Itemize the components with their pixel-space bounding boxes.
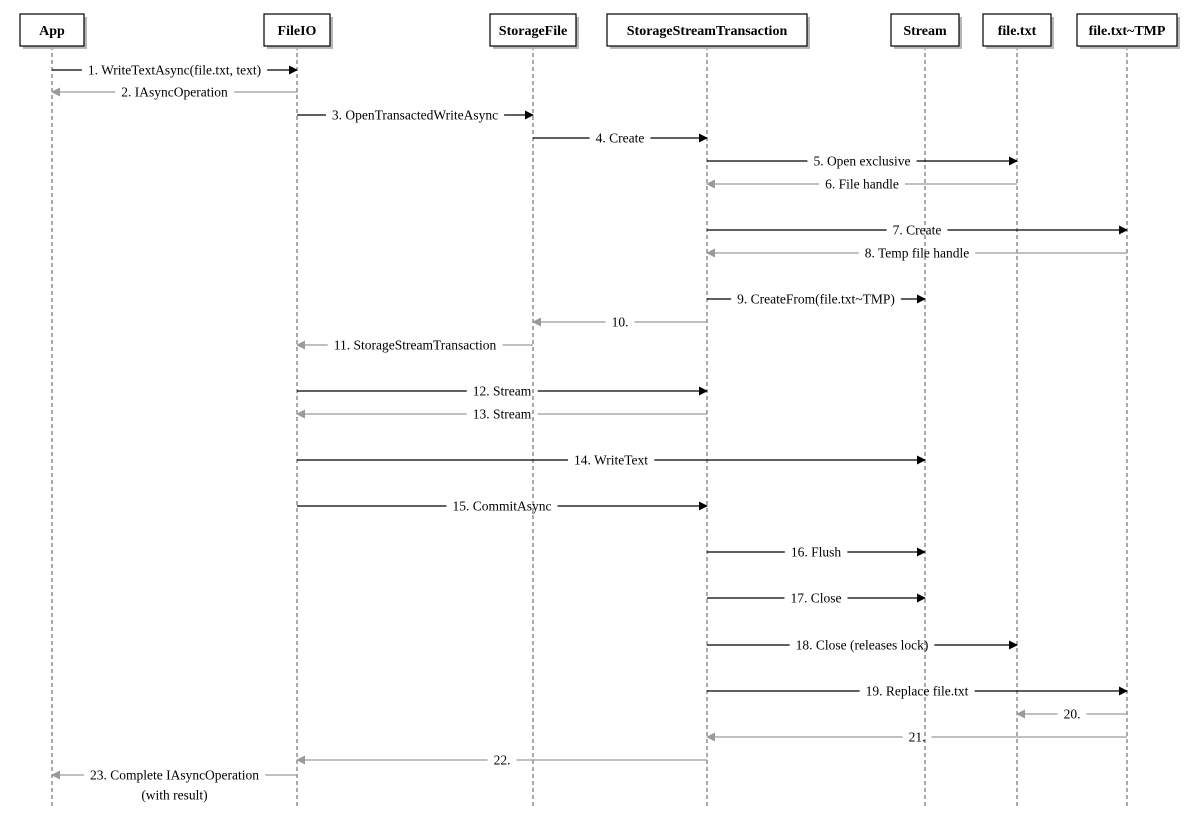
- message-label: 11. StorageStreamTransaction: [334, 338, 497, 353]
- message-1: 1. WriteTextAsync(file.txt, text): [52, 63, 298, 78]
- actor-box: [489, 13, 577, 47]
- message-19: 19. Replace file.txt: [707, 684, 1128, 699]
- actor-filetxt: file.txt: [982, 13, 1054, 49]
- message-3: 3. OpenTransactedWriteAsync: [297, 108, 534, 123]
- message-label: 18. Close (releases lock): [796, 638, 929, 653]
- message-label: 8. Temp file handle: [865, 246, 970, 261]
- message-22: 22.: [296, 753, 707, 768]
- actor-box: [890, 13, 960, 47]
- message-14: 14. WriteText: [297, 453, 926, 468]
- message-label: 10.: [612, 315, 629, 330]
- message-7: 7. Create: [707, 223, 1128, 238]
- message-label: 9. CreateFrom(file.txt~TMP): [737, 292, 895, 307]
- message-label: 2. IAsyncOperation: [121, 85, 228, 100]
- actor-label: Stream: [903, 24, 947, 39]
- actor-label: FileIO: [278, 24, 317, 39]
- message-label: 3. OpenTransactedWriteAsync: [332, 108, 498, 123]
- actor-box: [606, 13, 808, 47]
- actor-label: file.txt~TMP: [1089, 24, 1166, 39]
- message-label: 22.: [494, 753, 511, 768]
- message-21: 21.: [706, 730, 1127, 745]
- message-label: 16. Flush: [791, 545, 842, 560]
- actor-box: [263, 13, 331, 47]
- message-label: 14. WriteText: [574, 453, 648, 468]
- message-11: 11. StorageStreamTransaction: [296, 338, 533, 353]
- message-5: 5. Open exclusive: [707, 154, 1018, 169]
- message-10: 10.: [532, 315, 707, 330]
- message-13: 13. Stream: [296, 407, 707, 422]
- actor-storagefile: StorageFile: [489, 13, 579, 49]
- actor-app: App: [19, 13, 87, 49]
- message-2: 2. IAsyncOperation: [51, 85, 297, 100]
- message-9: 9. CreateFrom(file.txt~TMP): [707, 292, 926, 307]
- message-label: 17. Close: [790, 591, 841, 606]
- message-label: 5. Open exclusive: [813, 154, 910, 169]
- actor-sst: StorageStreamTransaction: [606, 13, 810, 49]
- actor-fileio: FileIO: [263, 13, 333, 49]
- message-17: 17. Close: [707, 591, 926, 606]
- actor-box: [19, 13, 85, 47]
- message-label: 13. Stream: [473, 407, 532, 422]
- actors: App FileIO StorageFile StorageStreamTransac…: [19, 13, 1180, 49]
- message-label: 20.: [1064, 707, 1081, 722]
- actor-box: [1076, 13, 1178, 47]
- message-18: 18. Close (releases lock): [707, 638, 1018, 653]
- message-label: 19. Replace file.txt: [866, 684, 969, 699]
- messages: 1. WriteTextAsync(file.txt, text) 2. IAsy…: [51, 63, 1128, 803]
- actor-label: StorageFile: [499, 24, 567, 39]
- message-16: 16. Flush: [707, 545, 926, 560]
- actor-label: App: [39, 24, 65, 39]
- message-label: 12. Stream: [473, 384, 532, 399]
- message-12: 12. Stream: [297, 384, 708, 399]
- actor-label: file.txt: [998, 24, 1037, 39]
- message-8: 8. Temp file handle: [706, 246, 1127, 261]
- message-label: 4. Create: [596, 131, 645, 146]
- message-label: 15. CommitAsync: [452, 499, 551, 514]
- actor-stream: Stream: [890, 13, 962, 49]
- message-15: 15. CommitAsync: [297, 499, 708, 514]
- lifelines: [51, 46, 1128, 806]
- actor-box: [982, 13, 1052, 47]
- message-23: 23. Complete IAsyncOperation(with result…: [51, 768, 297, 803]
- message-label: 23. Complete IAsyncOperation(with result…: [90, 768, 259, 803]
- message-label: 1. WriteTextAsync(file.txt, text): [88, 63, 261, 78]
- message-label: 7. Create: [893, 223, 942, 238]
- message-6: 6. File handle: [706, 177, 1017, 192]
- message-label: 21.: [909, 730, 926, 745]
- actor-filetmp: file.txt~TMP: [1076, 13, 1180, 49]
- actor-label: StorageStreamTransaction: [627, 24, 788, 39]
- message-4: 4. Create: [533, 131, 708, 146]
- message-20: 20.: [1016, 707, 1127, 722]
- message-label: 6. File handle: [825, 177, 899, 192]
